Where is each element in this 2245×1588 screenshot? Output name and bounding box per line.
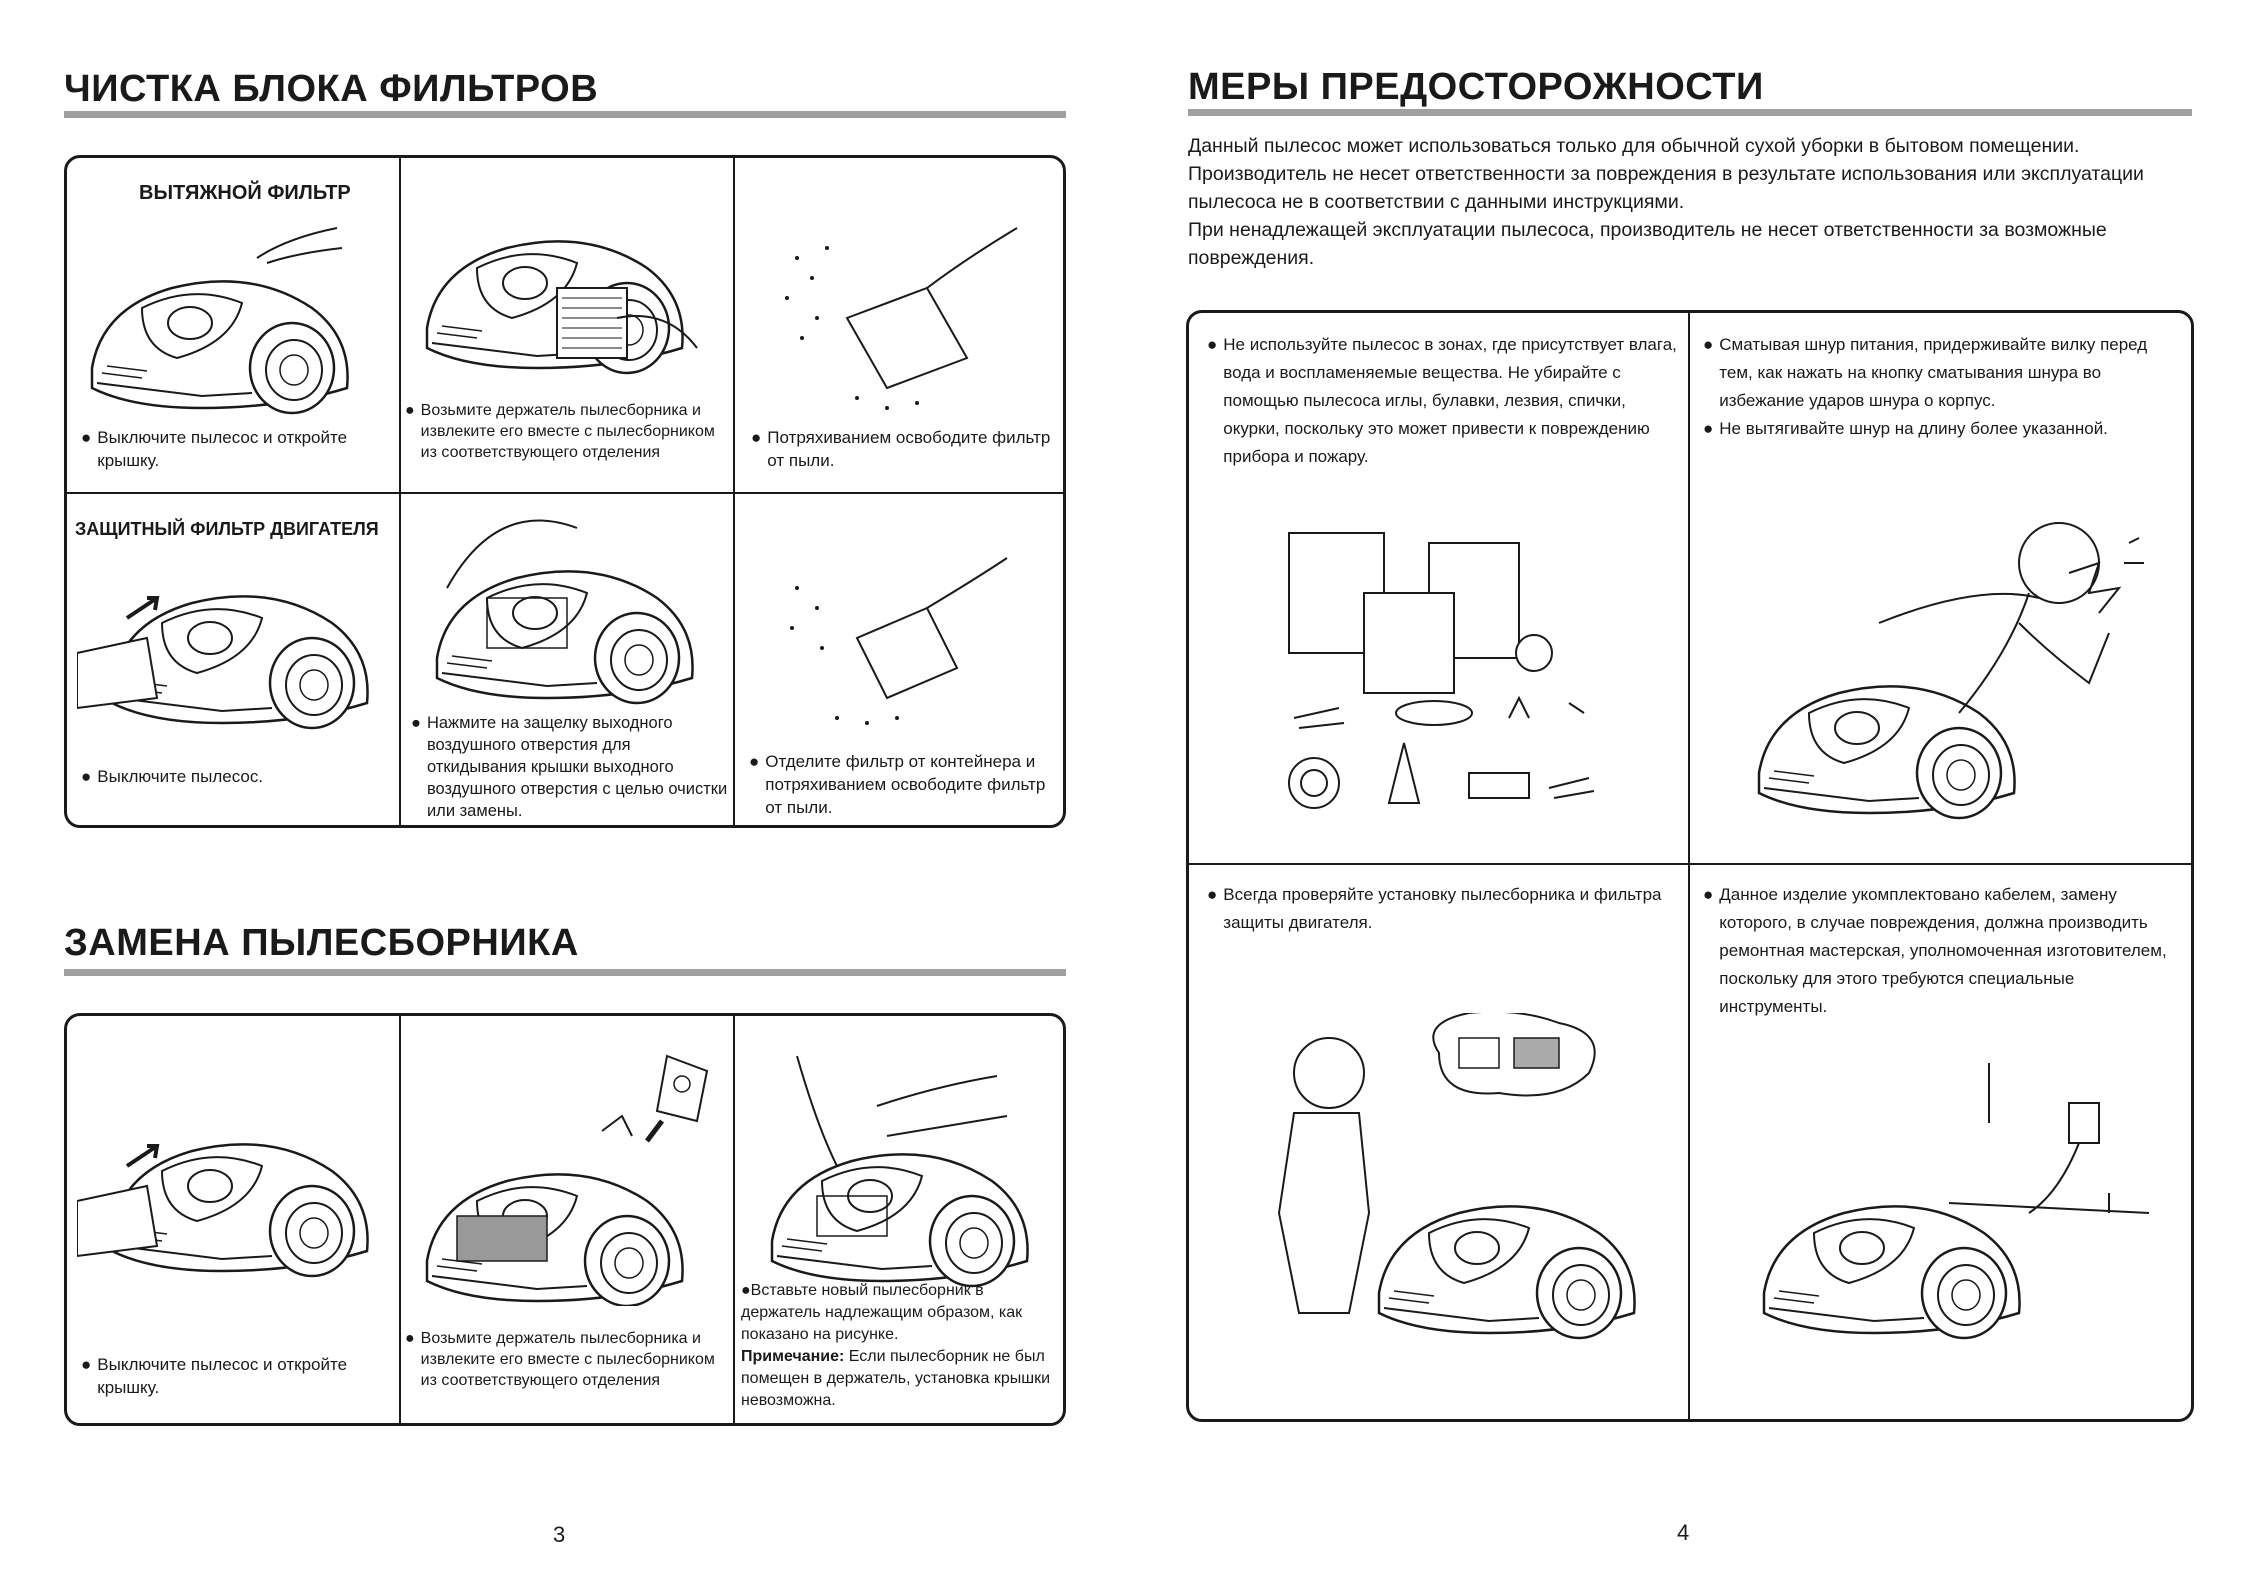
filter-removal-illustration xyxy=(407,198,727,398)
bag-step-3: ●Вставьте новый пылесборник в держатель … xyxy=(741,1282,1050,1409)
filter-step-5: ●Нажмите на защелку выходного воздушного… xyxy=(411,714,728,820)
title-rule xyxy=(1188,109,2192,116)
warning-cable-replacement: ●Данное изделие укомплектовано кабелем, … xyxy=(1703,885,2167,1016)
exhaust-filter-label: ВЫТЯЖНОЙ ФИЛЬТР xyxy=(139,182,351,204)
warnings-grid: ●Не используйте пылесос в зонах, где при… xyxy=(1186,310,2194,1422)
shake-filter-illustration xyxy=(757,198,1047,418)
shake-motor-filter-illustration xyxy=(757,538,1047,738)
filter-step-3: ●Потряхиванием освободите фильтр от пыли… xyxy=(751,428,1051,470)
vacuum-open-lid-illustration xyxy=(77,1106,387,1286)
safety-title: МЕРЫ ПРЕДОСТОРОЖНОСТИ xyxy=(1188,66,1764,108)
bag-replacement-title: ЗАМЕНА ПЫЛЕСБОРНИКА xyxy=(64,922,579,964)
vacuum-lid-arrow-illustration xyxy=(77,558,387,738)
bag-note-text: Если пылесборник не был помещен в держат… xyxy=(741,1348,1050,1409)
intro-paragraph: При ненадлежащей эксплуатации пылесоса, … xyxy=(1188,219,2107,269)
page-left: ЧИСТКА БЛОКА ФИЛЬТРОВ ВЫТЯЖНОЙ ФИЛЬТР ●В… xyxy=(0,0,1122,1588)
warning-cord-rewind: ●Сматывая шнур питания, придерживайте ви… xyxy=(1703,335,2148,410)
bag-step-1: ●Выключите пылесос и откройте крышку. xyxy=(81,1355,348,1397)
filter-step-1: ●Выключите пылесос и откройте крышку. xyxy=(81,428,348,470)
bag-replacement-grid: ●Выключите пылесос и откройте крышку. ●В… xyxy=(64,1013,1066,1426)
filter-cleaning-grid: ВЫТЯЖНОЙ ФИЛЬТР ●Выключите пылесос и отк… xyxy=(64,155,1066,828)
intro-paragraph: Производитель не несет ответственности з… xyxy=(1188,163,2144,213)
warning-cord: ●Сматывая шнур питания, придерживайте ви… xyxy=(1703,331,2183,443)
unplug-cable-illustration xyxy=(1729,1063,2169,1383)
hazardous-objects-illustration xyxy=(1269,503,1629,833)
warning-check-bag: ●Всегда проверяйте установку пылесборник… xyxy=(1207,885,1662,932)
vacuum-open-lid-illustration xyxy=(77,218,377,418)
intro-paragraph: Данный пылесос может использоваться толь… xyxy=(1188,135,2080,157)
page-number: 3 xyxy=(553,1522,566,1547)
filter-step-4: ●Выключите пылесос. xyxy=(81,767,264,786)
bag-step-2: ●Возьмите держатель пылесборника и извле… xyxy=(405,1330,715,1389)
page-right: МЕРЫ ПРЕДОСТОРОЖНОСТИ Данный пылесос мож… xyxy=(1122,0,2245,1588)
page-number: 4 xyxy=(1677,1520,1690,1545)
cord-whip-illustration xyxy=(1729,503,2169,843)
check-filter-illustration xyxy=(1259,1013,1669,1393)
warning-cord-length: ●Не вытягивайте шнур на длину более указ… xyxy=(1703,419,2108,438)
title-rule xyxy=(64,969,1066,976)
filter-step-2: ●Возьмите держатель пылесборника и извле… xyxy=(405,402,715,461)
bag-note-label: Примечание: xyxy=(741,1348,845,1365)
warning-moisture: ●Не используйте пылесос в зонах, где при… xyxy=(1207,335,1677,466)
filter-cleaning-title: ЧИСТКА БЛОКА ФИЛЬТРОВ xyxy=(64,68,599,110)
bag-holder-removal-illustration xyxy=(407,1046,727,1306)
filter-step-6: ●Отделите фильтр от контейнера и потряхи… xyxy=(749,752,1046,817)
title-rule xyxy=(64,111,1066,118)
vacuum-exhaust-open-illustration xyxy=(407,508,727,708)
insert-bag-illustration xyxy=(757,1046,1047,1296)
safety-intro: Данный пылесос может использоваться толь… xyxy=(1188,132,2198,272)
motor-filter-label: ЗАЩИТНЫЙ ФИЛЬТР ДВИГАТЕЛЯ xyxy=(75,519,379,539)
